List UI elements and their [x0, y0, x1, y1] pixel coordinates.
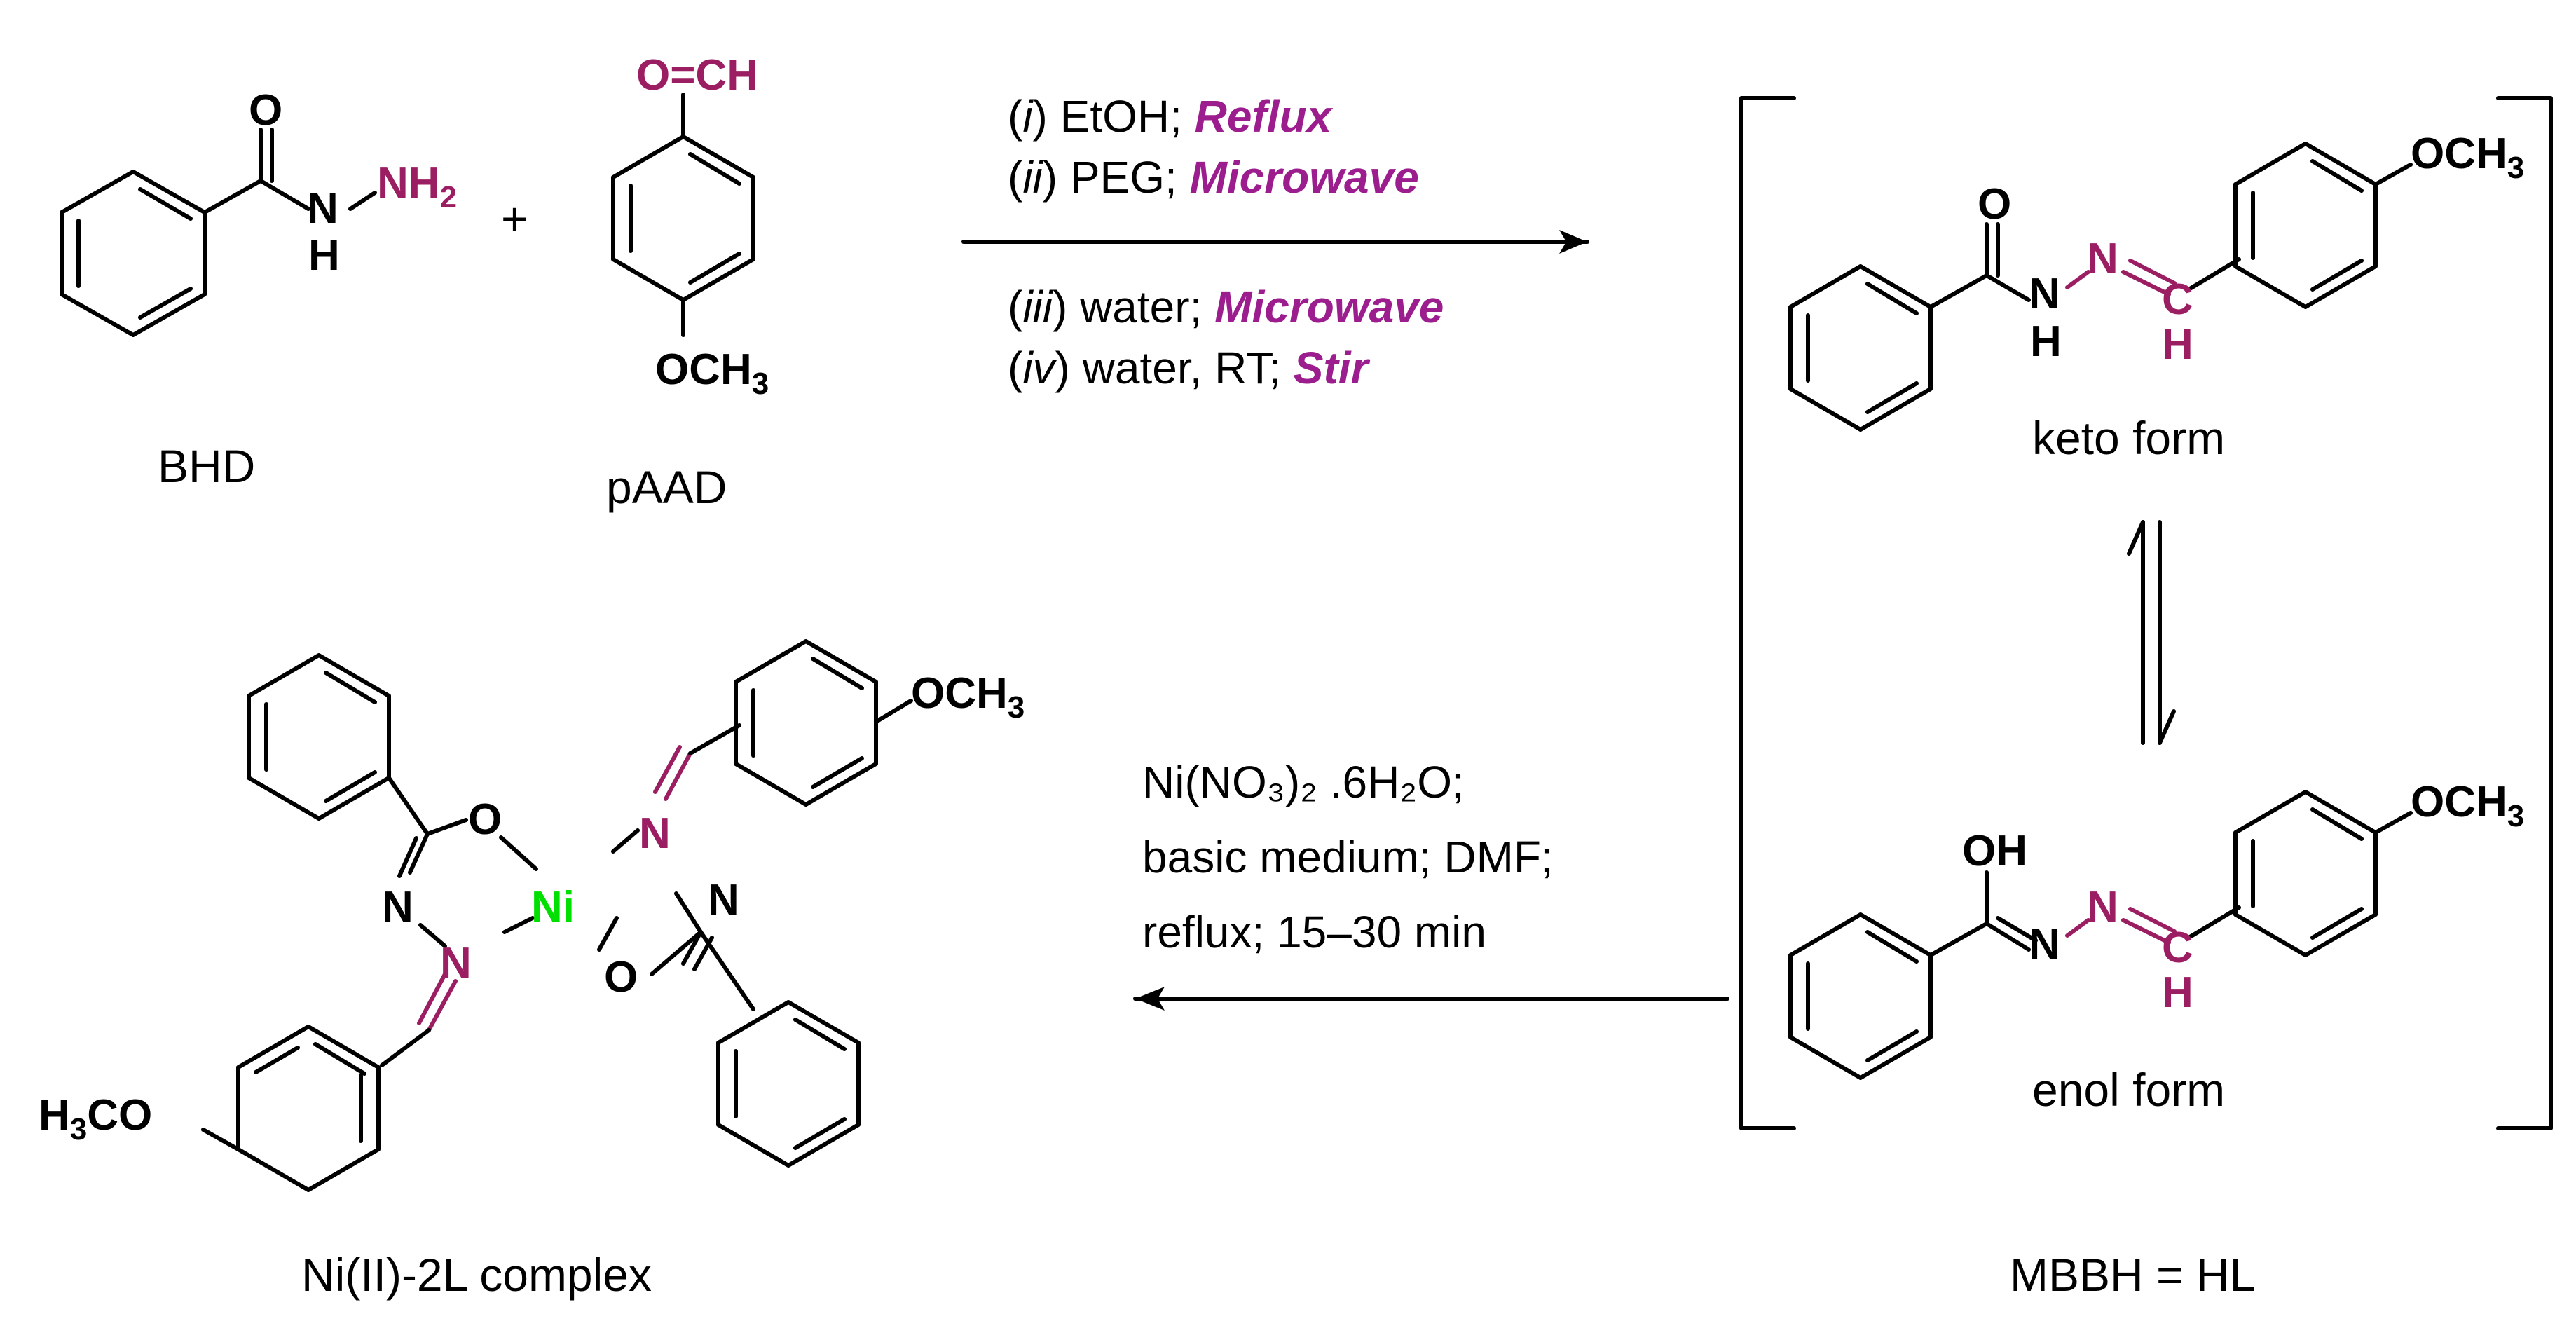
complex-condition-2: basic medium; DMF; [1142, 832, 1554, 882]
ni-complex-structure [201, 639, 913, 1192]
keto-nh-h: H [2030, 317, 2062, 366]
keto-imine-c: C [2162, 275, 2193, 324]
paad-label: pAAD [606, 461, 727, 513]
bhd-label: BHD [158, 440, 255, 492]
condition-line-1: (i) EtOH; Reflux [1008, 91, 1334, 142]
keto-structure [1788, 142, 2413, 432]
condition-line-2: (ii) PEG; Microwave [1008, 152, 1419, 203]
keto-imine-n: N [2087, 235, 2118, 283]
forward-arrowhead [1559, 230, 1587, 254]
complex-label: Ni(II)-2L complex [301, 1249, 652, 1301]
complex-n-right: N [708, 876, 739, 924]
bhd-nh2: NH2 [377, 159, 457, 214]
nickel-center: Ni [531, 883, 575, 931]
enol-methoxy: OCH3 [2411, 778, 2524, 833]
bhd-n-h: H [308, 231, 340, 280]
complex-imine-n-right: N [639, 809, 671, 858]
keto-methoxy: OCH3 [2411, 130, 2524, 185]
complex-condition-3: reflux; 15–30 min [1142, 907, 1486, 957]
paad-methoxy: OCH3 [655, 345, 769, 401]
bhd-carbonyl-o: O [249, 86, 282, 135]
backward-arrowhead [1135, 987, 1165, 1011]
forward-conditions: (i) EtOH; Reflux (ii) PEG; Microwave (ii… [1008, 91, 1444, 393]
plus-sign: + [501, 193, 528, 245]
enol-imine-c: C [2162, 924, 2193, 972]
bhd-n: N [307, 184, 338, 233]
keto-imine-h: H [2162, 320, 2193, 369]
keto-nh-n: N [2029, 270, 2060, 318]
enol-oh: OH [1962, 827, 2027, 875]
complex-conditions: Ni(NO₃)₂ .6H₂O; basic medium; DMF; reflu… [1142, 757, 1554, 957]
complex-methoxy-left: H3CO [39, 1091, 152, 1147]
paad-aldehyde: O=CH [636, 51, 758, 100]
complex-condition-1: Ni(NO₃)₂ .6H₂O; [1142, 757, 1465, 807]
complex-n-left: N [382, 883, 413, 931]
enol-label: enol form [2032, 1064, 2225, 1116]
keto-label: keto form [2032, 412, 2225, 464]
bhd-structure [60, 128, 377, 337]
complex-methoxy-right: OCH3 [911, 669, 1025, 725]
enol-imine-h: H [2162, 968, 2193, 1017]
condition-line-3: (iii) water; Microwave [1008, 282, 1444, 332]
condition-line-4: (iv) water, RT; Stir [1008, 343, 1371, 393]
enol-n: N [2029, 920, 2060, 968]
enol-structure [1788, 790, 2413, 1080]
enol-imine-n: N [2087, 883, 2118, 931]
ligand-label: MBBH = HL [2010, 1249, 2255, 1301]
complex-imine-n-left: N [440, 939, 472, 987]
paad-structure [611, 93, 755, 337]
keto-o: O [1978, 180, 2011, 228]
complex-o-bottom: O [604, 953, 638, 1001]
complex-o-top: O [468, 795, 502, 844]
